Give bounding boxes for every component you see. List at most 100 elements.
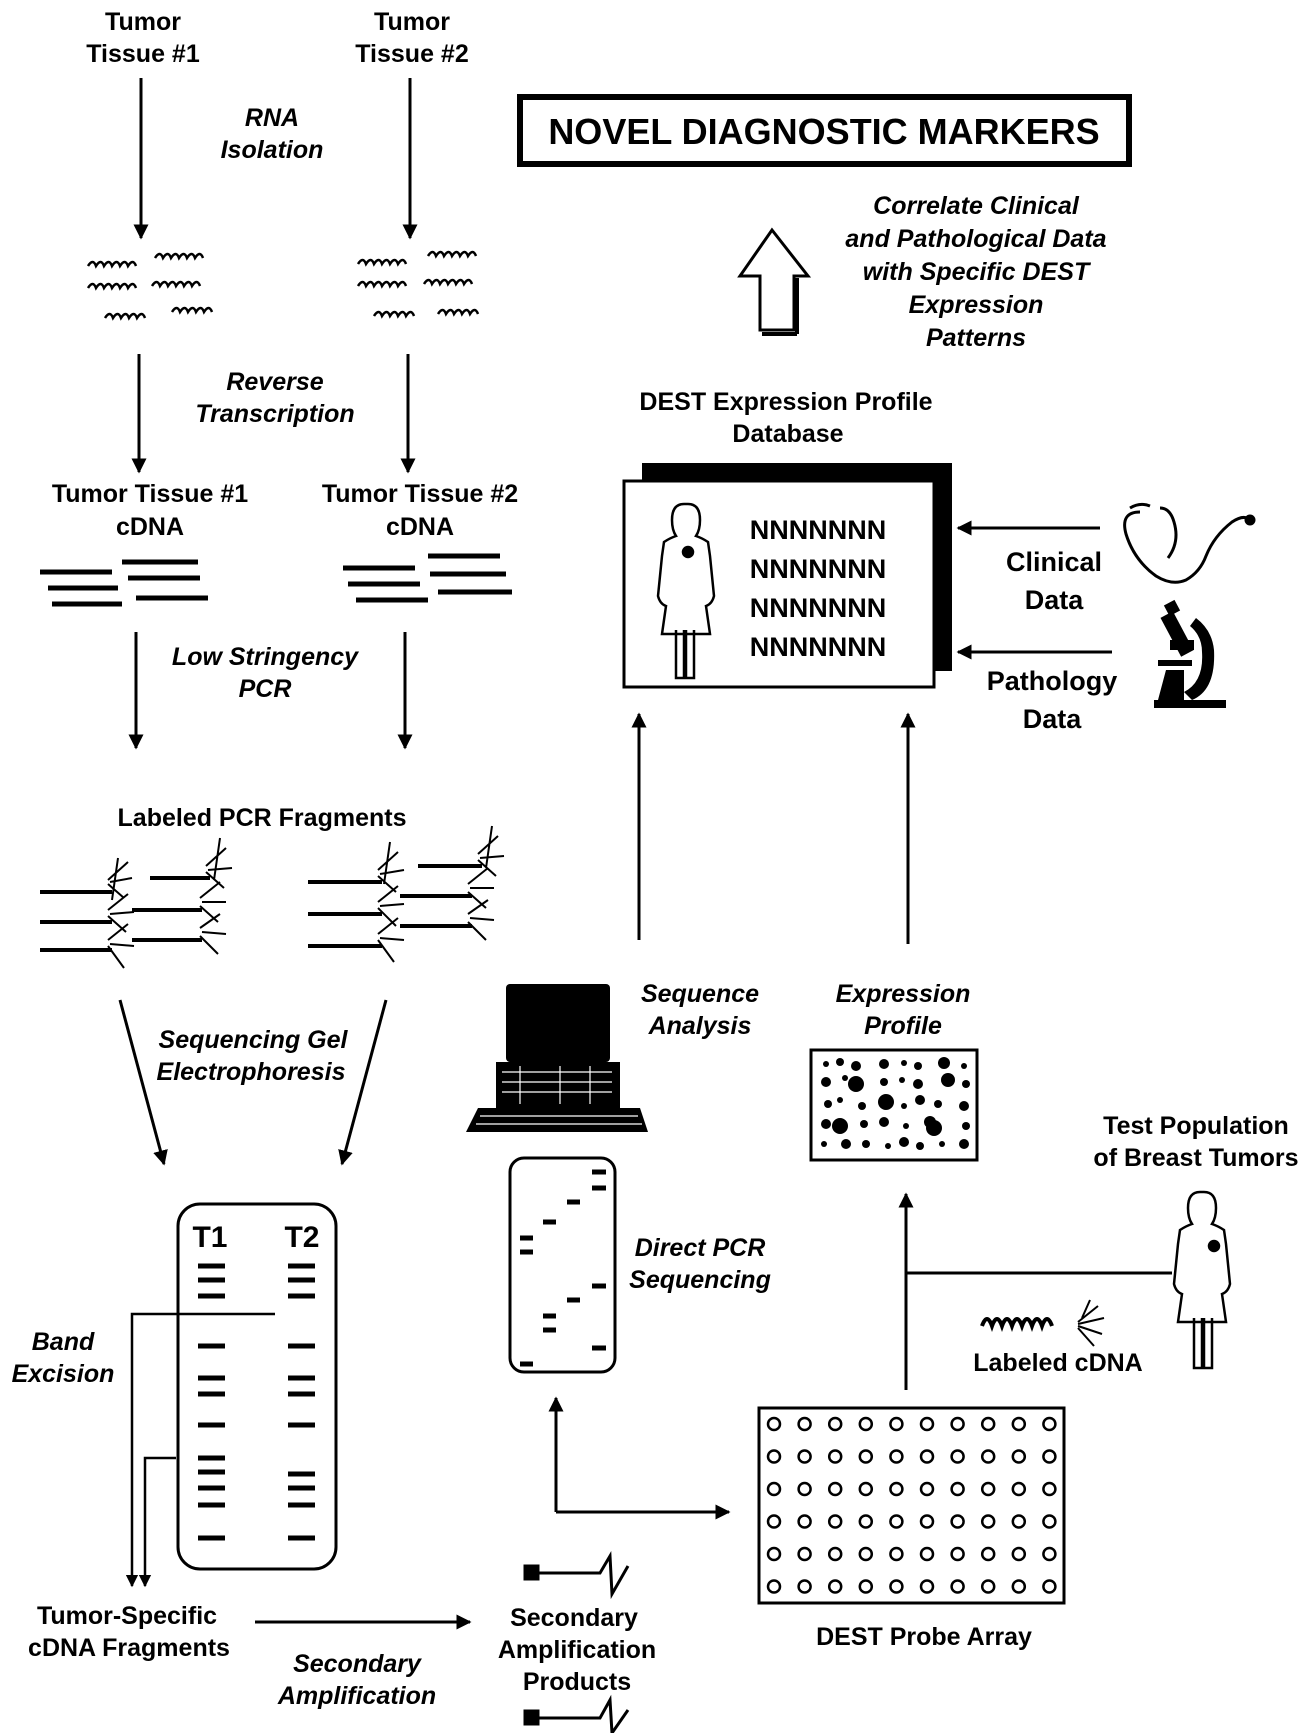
- test-population-label-line1: Test Population: [1103, 1112, 1289, 1140]
- probe-spot: [950, 1579, 965, 1594]
- probe-spot: [797, 1449, 812, 1464]
- woman-figure-icon: [1172, 1190, 1232, 1370]
- probe-spot: [1042, 1546, 1057, 1562]
- correlate-label-line5: Patterns: [926, 324, 1026, 352]
- gel-bands: [198, 1263, 315, 1541]
- direct-pcr-label-line2: Sequencing: [629, 1266, 771, 1294]
- rna-isolation-label-line2: Isolation: [221, 136, 324, 164]
- probe-spot: [766, 1481, 782, 1497]
- probe-spot: [766, 1416, 782, 1432]
- probe-spot: [827, 1416, 843, 1432]
- stethoscope-icon: [1123, 502, 1256, 584]
- product-symbol-bottom: [523, 1694, 630, 1733]
- reverse-transcription-label-line1: Reverse: [226, 368, 323, 396]
- cdna-bars-2: [343, 553, 512, 603]
- labeled-pcr-fragments-1: [40, 837, 233, 969]
- probe-spot: [858, 1416, 874, 1432]
- probe-spot: [797, 1416, 812, 1432]
- probe-spot: [1011, 1449, 1027, 1464]
- probe-spot: [827, 1546, 843, 1562]
- tumor-specific-label-line2: cDNA Fragments: [28, 1634, 230, 1662]
- expression-profile-dots: [821, 1057, 970, 1150]
- sequencing-gel-label-line2: Electrophoresis: [157, 1058, 346, 1086]
- sequence-analysis-label-line2: Analysis: [648, 1012, 752, 1040]
- expression-profile-label-line2: Profile: [864, 1012, 942, 1040]
- probe-spot: [797, 1514, 812, 1529]
- probe-spot: [766, 1579, 782, 1594]
- database-row-2: NNNNNNN: [750, 554, 887, 584]
- title-box: [517, 94, 1132, 167]
- probe-spot: [827, 1514, 843, 1529]
- clinical-data-label-line2: Data: [1025, 585, 1085, 615]
- probe-spot: [980, 1449, 996, 1464]
- correlate-label-line4: Expression: [909, 291, 1044, 319]
- gel-lane-t1: T1: [192, 1221, 227, 1254]
- probe-spot: [919, 1449, 935, 1464]
- low-stringency-pcr-label-line2: PCR: [239, 675, 292, 703]
- sequencing-gel-label-line1: Sequencing Gel: [159, 1026, 349, 1054]
- cdna2-label-line1: Tumor Tissue #2: [322, 480, 518, 508]
- probe-spot: [1042, 1481, 1057, 1497]
- probe-spot: [980, 1481, 996, 1497]
- probe-spot: [980, 1514, 996, 1529]
- expression-profile-box: [809, 1048, 979, 1162]
- probe-spot: [827, 1579, 843, 1594]
- tissue1-label-line1: Tumor: [105, 8, 181, 36]
- band-excision-label-line1: Band: [32, 1328, 95, 1356]
- probe-spot: [950, 1416, 965, 1432]
- probe-spot: [950, 1449, 965, 1464]
- clinical-data-label-line1: Clinical: [1006, 547, 1102, 577]
- probe-spot: [980, 1579, 996, 1594]
- up-arrow-icon: [737, 227, 812, 332]
- cdna1-label-line1: Tumor Tissue #1: [52, 480, 248, 508]
- labeled-cdna-label: Labeled cDNA: [973, 1349, 1142, 1377]
- probe-spot: [919, 1514, 935, 1529]
- page-title: NOVEL DIAGNOSTIC MARKERS: [548, 111, 1099, 152]
- probe-spot: [766, 1546, 782, 1562]
- expression-profile-label-line1: Expression: [836, 980, 971, 1008]
- database-title-line2: Database: [732, 420, 843, 448]
- tissue1-label-line2: Tissue #1: [86, 40, 200, 68]
- probe-spot: [919, 1481, 935, 1497]
- rna-squiggles-1: [86, 252, 214, 321]
- probe-array-dots: [766, 1416, 1057, 1594]
- reverse-transcription-label-line2: Transcription: [195, 400, 354, 428]
- tumor-specific-label-line1: Tumor-Specific: [37, 1602, 217, 1630]
- probe-spot: [766, 1514, 782, 1529]
- correlate-label-line3: with Specific DEST: [863, 258, 1092, 286]
- database-title-line1: DEST Expression Profile: [639, 388, 932, 416]
- probe-spot: [1011, 1546, 1027, 1562]
- probe-spot: [889, 1449, 904, 1464]
- labeled-pcr-fragments-2: [308, 825, 505, 963]
- probe-spot: [1011, 1416, 1027, 1432]
- direct-pcr-label-line1: Direct PCR: [635, 1234, 766, 1262]
- probe-spot: [766, 1449, 782, 1464]
- database-woman-icon: [656, 502, 716, 680]
- probe-array-label: DEST Probe Array: [816, 1623, 1032, 1651]
- probe-spot: [980, 1416, 996, 1432]
- correlate-label-line1: Correlate Clinical: [873, 192, 1080, 220]
- probe-spot: [1042, 1449, 1057, 1464]
- probe-spot: [980, 1546, 996, 1562]
- probe-spot: [889, 1546, 904, 1562]
- probe-spot: [827, 1449, 843, 1464]
- probe-spot: [797, 1546, 812, 1562]
- gel-box: [176, 1202, 338, 1571]
- product-symbol-top: [523, 1550, 630, 1600]
- probe-spot: [950, 1546, 965, 1562]
- database-row-4: NNNNNNN: [750, 632, 887, 662]
- secondary-products-label-line2: Amplification: [498, 1636, 656, 1664]
- probe-spot: [1042, 1579, 1057, 1594]
- probe-spot: [1042, 1416, 1057, 1432]
- probe-spot: [889, 1579, 904, 1594]
- band-excision-label-line2: Excision: [12, 1360, 115, 1388]
- probe-spot: [1011, 1481, 1027, 1497]
- probe-spot: [950, 1481, 965, 1497]
- probe-spot: [889, 1416, 904, 1432]
- probe-spot: [889, 1514, 904, 1529]
- cdna1-label-line2: cDNA: [116, 513, 184, 541]
- secondary-amplification-label-line2: Amplification: [277, 1682, 436, 1710]
- probe-spot: [919, 1579, 935, 1594]
- probe-spot: [919, 1416, 935, 1432]
- arrow-gel-2: [338, 999, 388, 1166]
